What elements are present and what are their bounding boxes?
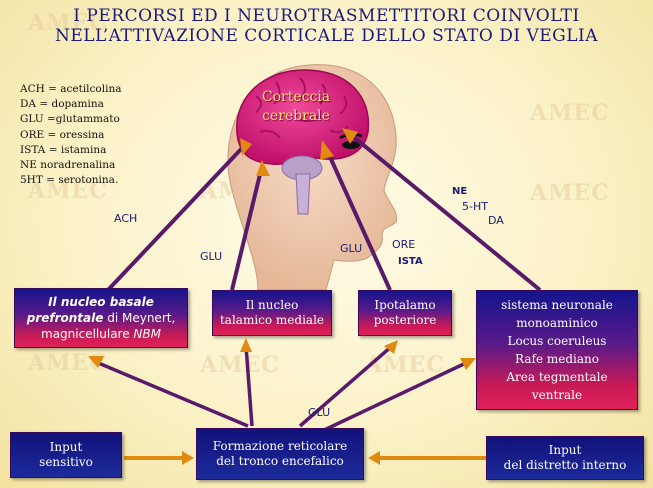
arrowhead-input-interno [368, 451, 380, 465]
label-glu-reticolare: GLU [308, 406, 330, 419]
nbm-line-1: Il nucleo basale [15, 294, 187, 310]
nbm-text-4: magnicellulare [41, 327, 133, 341]
nbm-text-3: di Meynert, [103, 311, 175, 325]
label-ore: ORE [392, 238, 415, 251]
box-ipotalamo: Ipotalamo posteriore [358, 290, 452, 336]
box-input-interno: Input del distretto interno [486, 436, 644, 480]
nbm-line-3: magnicellulare NBM [15, 326, 187, 342]
arrowhead-to-talamico [240, 338, 252, 352]
nbm-line-2: prefrontale di Meynert, [15, 310, 187, 326]
monoaminico-line-1: sistema neuronale [477, 296, 637, 314]
reticolare-line-2: del tronco encefalico [197, 454, 363, 469]
reticolare-line-1: Formazione reticolare [197, 439, 363, 454]
nbm-text-1: Il nucleo basale [48, 295, 154, 309]
input-interno-line-2: del distretto interno [487, 458, 643, 473]
input-sensitivo-line-2: sensitivo [11, 455, 121, 470]
label-ista: ISTA [398, 256, 423, 267]
monoaminico-line-3: Locus coeruleus [477, 332, 637, 350]
brain-label-line-1: Corteccia [256, 88, 336, 107]
label-5ht: 5-HT [462, 200, 488, 213]
box-formazione-reticolare: Formazione reticolare del tronco encefal… [196, 428, 364, 480]
box-input-sensitivo: Input sensitivo [10, 432, 122, 478]
input-interno-line-1: Input [487, 443, 643, 458]
box-nucleo-basale-meynert: Il nucleo basale prefrontale di Meynert,… [14, 288, 188, 348]
arrowhead-input-sensitivo [182, 451, 194, 465]
brain-label: Corteccia cerebrale [256, 88, 336, 126]
box-nucleo-talamico: Il nucleo talamico mediale [212, 290, 332, 336]
brainstem [296, 174, 310, 214]
ipotalamo-line-2: posteriore [359, 313, 451, 328]
label-ach: ACH [114, 212, 137, 225]
talamico-line-1: Il nucleo [213, 298, 331, 313]
monoaminico-line-4: Rafe mediano [477, 350, 637, 368]
box-sistema-monoaminico: sistema neuronale monoaminico Locus coer… [476, 290, 638, 410]
label-da: DA [488, 214, 504, 227]
arrow-reticolare-to-nbm [96, 362, 248, 426]
label-glu-ipotalamo: GLU [340, 242, 362, 255]
monoaminico-line-2: monoaminico [477, 314, 637, 332]
nbm-text-5: NBM [133, 327, 161, 341]
talamico-line-2: talamico mediale [213, 313, 331, 328]
monoaminico-line-6: ventrale [477, 386, 637, 404]
input-sensitivo-line-1: Input [11, 440, 121, 455]
nbm-text-2: prefrontale [27, 311, 104, 325]
arrow-reticolare-to-monoaminico [320, 362, 468, 432]
label-ne: NE [452, 186, 467, 197]
label-glu-talamico: GLU [200, 250, 222, 263]
arrow-reticolare-to-talamico [246, 346, 252, 426]
brain-label-line-2: cerebrale [256, 107, 336, 126]
ipotalamo-line-1: Ipotalamo [359, 298, 451, 313]
monoaminico-line-5: Area tegmentale [477, 368, 637, 386]
